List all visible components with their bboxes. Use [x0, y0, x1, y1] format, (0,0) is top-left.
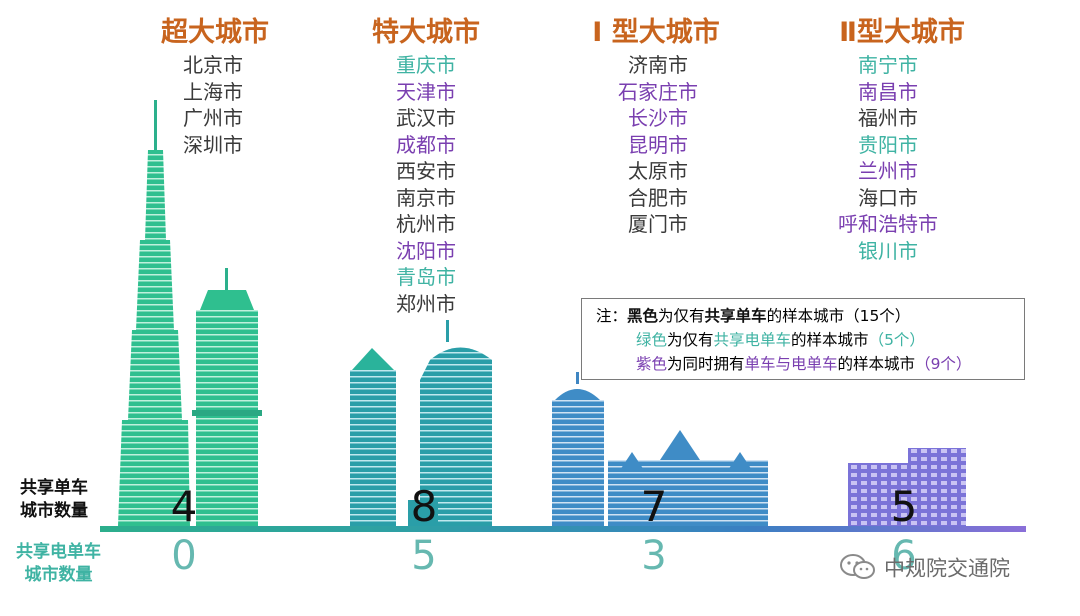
city-name: 贵阳市: [858, 132, 918, 157]
watermark-text: 中规院交通院: [884, 556, 1010, 581]
wechat-icon: [838, 552, 878, 587]
city-name: 太原市: [628, 159, 688, 183]
city-name: 合肥市: [628, 185, 688, 210]
city-name: 南昌市: [858, 79, 918, 104]
bike-count-type2: 5: [890, 482, 918, 531]
building-megacity: [350, 320, 492, 526]
row-label-line: 城市数量: [20, 501, 88, 521]
bike-count-type1: 7: [640, 482, 668, 531]
row-label-line: 共享单车: [20, 478, 88, 498]
city-name: 武汉市: [396, 106, 456, 130]
city-name: 深圳市: [183, 132, 243, 157]
column-title-supercity: 超大城市: [161, 17, 269, 48]
legend-color-word: 黑色: [627, 307, 659, 325]
city-name: 银川市: [858, 238, 918, 263]
legend-bold: 单车与电单车: [744, 355, 838, 373]
city-name: 天津市: [396, 79, 456, 104]
row-label-line: 城市数量: [24, 565, 93, 585]
legend-text: 的样本城市: [837, 355, 916, 373]
watermark: 中规院交通院: [838, 552, 1010, 587]
legend-line-green: 绿色为仅有共享电单车的样本城市（5个）: [596, 328, 1024, 352]
city-name: 青岛市: [396, 265, 456, 289]
city-name: 福州市: [858, 106, 918, 130]
legend-count: （9个）: [915, 355, 972, 373]
legend-line-black: 注：黑色为仅有共享单车的样本城市（15个）: [596, 304, 1024, 328]
city-name: 西安市: [396, 159, 456, 183]
city-name: 长沙市: [628, 106, 688, 130]
legend-note: 注：黑色为仅有共享单车的样本城市（15个） 绿色为仅有共享电单车的样本城市（5个…: [581, 298, 1025, 380]
column-title-type1: Ⅰ 型大城市: [592, 17, 720, 48]
building-type2-city: [848, 448, 966, 526]
column-title-megacity: 特大城市: [372, 17, 480, 48]
city-name: 广州市: [183, 106, 243, 130]
city-name: 南宁市: [858, 53, 918, 77]
city-name: 上海市: [183, 79, 243, 104]
city-name: 成都市: [396, 132, 456, 157]
row-label-ebike: 共享电单车 城市数量: [16, 541, 101, 587]
column-title-type2: Ⅱ型大城市: [839, 17, 965, 48]
legend-bold: 共享电单车: [713, 331, 792, 349]
legend-text: 为同时拥有: [667, 355, 745, 373]
legend-color-word: 绿色: [636, 331, 668, 349]
legend-text: 为仅有: [667, 331, 714, 349]
bike-count-supercity: 4: [170, 482, 198, 531]
city-name: 昆明市: [628, 132, 688, 157]
building-type1-city: [552, 372, 768, 526]
legend-bold: 共享单车: [704, 307, 767, 325]
ebike-count-megacity: 5: [411, 533, 437, 579]
legend-text: 的样本城市: [766, 307, 845, 325]
city-name: 海口市: [858, 185, 918, 210]
city-list-supercity: 北京市上海市广州市深圳市: [113, 52, 313, 158]
city-name: 南京市: [396, 185, 456, 210]
ebike-count-type2: 6: [891, 533, 917, 579]
row-label-line: 共享电单车: [16, 542, 101, 562]
ground-line: [100, 526, 1026, 532]
city-name: 济南市: [628, 53, 688, 77]
row-label-bike: 共享单车 城市数量: [20, 477, 88, 523]
note-prefix: 注：: [596, 307, 628, 325]
city-name: 杭州市: [396, 212, 456, 236]
ebike-count-type1: 3: [641, 533, 667, 579]
city-name: 郑州市: [396, 291, 456, 316]
city-name: 厦门市: [628, 212, 688, 236]
bike-count-megacity: 8: [410, 482, 438, 531]
city-name: 北京市: [183, 53, 243, 77]
city-name: 兰州市: [858, 159, 918, 183]
legend-count: （15个）: [844, 307, 911, 325]
city-name: 重庆市: [396, 53, 456, 77]
legend-text: 的样本城市: [791, 331, 869, 349]
building-supercity: [118, 100, 262, 526]
city-name: 石家庄市: [618, 79, 698, 104]
city-list-type2: 南宁市南昌市福州市贵阳市兰州市海口市呼和浩特市银川市: [788, 52, 988, 264]
legend-line-purple: 紫色为同时拥有单车与电单车的样本城市（9个）: [596, 352, 1024, 376]
city-list-type1: 济南市石家庄市长沙市昆明市太原市合肥市厦门市: [558, 52, 758, 238]
legend-color-word: 紫色: [636, 355, 668, 373]
city-name: 沈阳市: [396, 238, 456, 263]
legend-count: （5个）: [868, 331, 925, 349]
city-list-megacity: 重庆市天津市武汉市成都市西安市南京市杭州市沈阳市青岛市郑州市: [326, 52, 526, 317]
city-name: 呼和浩特市: [838, 212, 938, 236]
ebike-count-supercity: 0: [171, 533, 197, 579]
legend-text: 为仅有: [658, 307, 705, 325]
